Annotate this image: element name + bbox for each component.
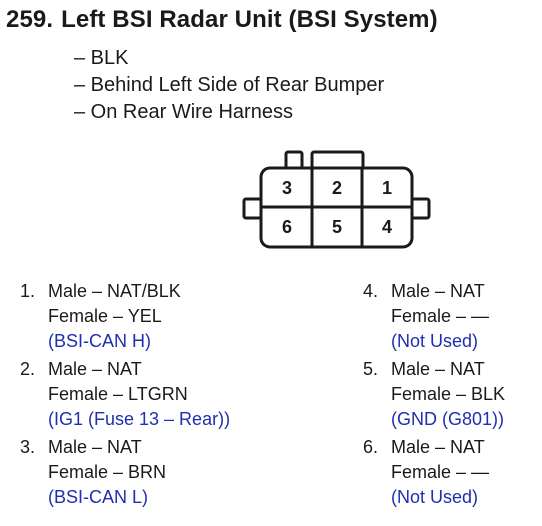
connector-top-key-left (284, 150, 304, 170)
pin-entry: 4. Male – NAT Female – — (Not Used) (363, 279, 489, 354)
pin-entry: 6. Male – NAT Female – — (Not Used) (363, 435, 489, 510)
cavity-label: 3 (282, 178, 292, 198)
pin-entry: 3. Male – NAT Female – BRN (BSI-CAN L) (20, 435, 166, 510)
cavity-label: 5 (332, 217, 342, 237)
page-title: 259. Left BSI Radar Unit (BSI System) (6, 6, 438, 34)
pin-entry: 5. Male – NAT Female – BLK (GND (G801)) (363, 357, 505, 432)
pin-circuit: (Not Used) (391, 487, 479, 507)
pin-male: Male – NAT (48, 359, 142, 379)
note-harness: – On Rear Wire Harness (74, 101, 293, 123)
pin-index: 1. (20, 281, 36, 301)
pin-entry: 1. Male – NAT/BLK Female – YEL (BSI-CAN … (20, 279, 181, 354)
pin-male: Male – NAT (391, 359, 485, 379)
pin-male: Male – NAT (48, 437, 142, 457)
pin-index: 5. (363, 359, 379, 379)
cavity-label: 4 (382, 217, 392, 237)
pin-male: Male – NAT (391, 281, 485, 301)
pin-circuit: (BSI-CAN H) (48, 331, 151, 351)
note-location: – Behind Left Side of Rear Bumper (74, 74, 385, 96)
pin-index: 4. (363, 281, 379, 301)
pin-female: Female – — (391, 462, 490, 482)
item-number: 259. (6, 6, 54, 33)
pin-entry: 2. Male – NAT Female – LTGRN (IG1 (Fuse … (20, 357, 230, 432)
pin-female: Female – YEL (48, 306, 162, 326)
pin-male: Male – NAT/BLK (48, 281, 181, 301)
pin-circuit: (BSI-CAN L) (48, 487, 149, 507)
pin-index: 3. (20, 437, 36, 457)
pin-female: Female – LTGRN (48, 384, 188, 404)
pin-circuit: (Not Used) (391, 331, 479, 351)
pin-index: 6. (363, 437, 379, 457)
cavity-label: 6 (282, 217, 292, 237)
pin-female: Female – — (391, 306, 490, 326)
pin-circuit: (GND (G801)) (391, 409, 505, 429)
connector-right-tab (410, 197, 431, 220)
pin-circuit: (IG1 (Fuse 13 – Rear)) (48, 409, 231, 429)
connector-left-tab (242, 197, 263, 220)
pin-female: Female – BLK (391, 384, 506, 404)
note-color: – BLK (74, 47, 129, 69)
cavity-label: 2 (332, 178, 342, 198)
pin-male: Male – NAT (391, 437, 485, 457)
connector-housing (259, 166, 414, 249)
cavity-label: 1 (382, 178, 392, 198)
pin-index: 2. (20, 359, 36, 379)
component-name: Left BSI Radar Unit (BSI System) (61, 6, 438, 33)
connector-top-key-center (310, 150, 365, 170)
pin-female: Female – BRN (48, 462, 167, 482)
location-notes: – BLK – Behind Left Side of Rear Bumper … (74, 45, 384, 126)
